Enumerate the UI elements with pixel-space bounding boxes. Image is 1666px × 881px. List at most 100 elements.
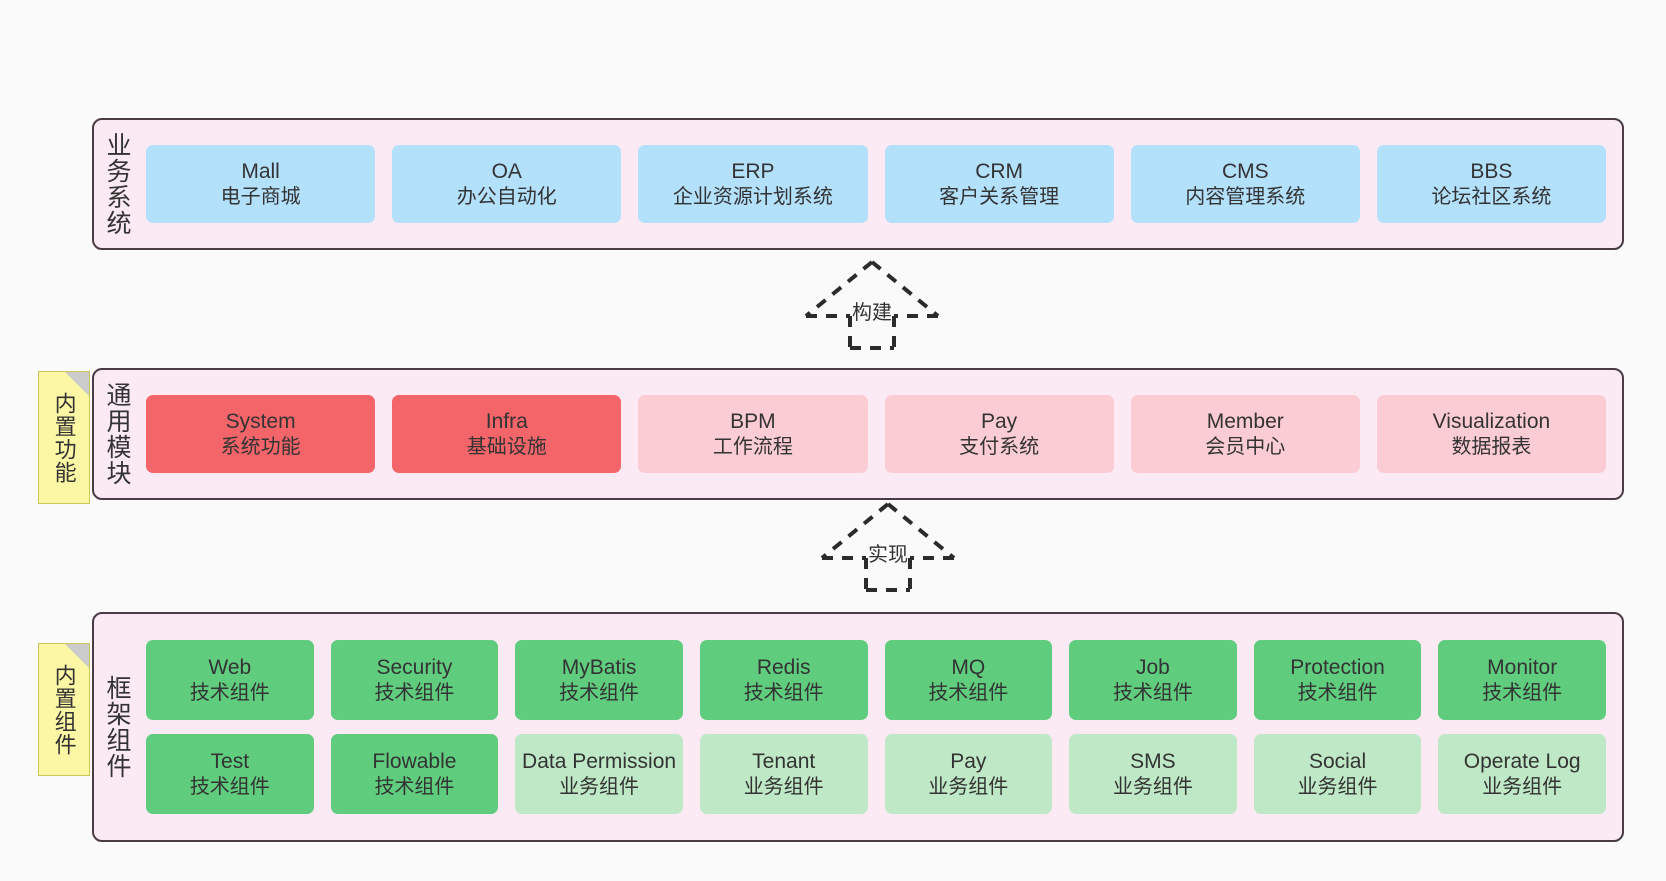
note-fold-icon <box>65 644 89 668</box>
node-pay-component-sub: 业务组件 <box>928 775 1009 798</box>
node-test-sub: 技术组件 <box>189 775 270 798</box>
layer-business-title: 业务系统 <box>103 132 131 236</box>
note-builtin-components: 内置组件 <box>38 643 90 776</box>
node-redis-sub: 技术组件 <box>743 681 824 704</box>
node-bbs-sub: 论坛社区系统 <box>1431 185 1552 208</box>
connector-implement: 实现 <box>808 500 968 592</box>
node-sms-sub: 业务组件 <box>1112 775 1193 798</box>
node-tenant[interactable]: Tenant 业务组件 <box>699 734 868 814</box>
node-infra-sub: 基础设施 <box>466 435 547 458</box>
node-sms[interactable]: SMS 业务组件 <box>1069 734 1237 814</box>
layer-framework-body: Web 技术组件 Security 技术组件 MyBatis 技术组件 Redi… <box>140 614 1622 840</box>
node-visualization[interactable]: Visualization 数据报表 <box>1376 395 1607 473</box>
layer-business-systems: 业务系统 Mall 电子商城 OA 办公自动化 ERP 企业资源计划系统 CRM… <box>92 118 1624 250</box>
node-data-permission-sub: 业务组件 <box>559 775 640 798</box>
node-protection[interactable]: Protection 技术组件 <box>1253 640 1422 720</box>
node-redis-name: Redis <box>756 656 811 679</box>
node-pay-component[interactable]: Pay 业务组件 <box>884 734 1053 814</box>
node-protection-sub: 技术组件 <box>1297 681 1378 704</box>
node-pay-component-name: Pay <box>950 750 987 773</box>
node-mall-name: Mall <box>241 160 280 183</box>
layer-framework-row-tech: Web 技术组件 Security 技术组件 MyBatis 技术组件 Redi… <box>146 640 1606 720</box>
node-mybatis[interactable]: MyBatis 技术组件 <box>515 640 683 720</box>
node-data-permission-name: Data Permission <box>522 750 677 773</box>
layer-modules-title: 通用模块 <box>103 382 131 486</box>
node-oa[interactable]: OA 办公自动化 <box>392 145 622 223</box>
node-bbs[interactable]: BBS 论坛社区系统 <box>1376 145 1607 223</box>
node-mybatis-sub: 技术组件 <box>559 681 640 704</box>
node-mq-name: MQ <box>951 656 986 679</box>
node-job-name: Job <box>1136 656 1170 679</box>
connector-implement-label: 实现 <box>868 544 908 566</box>
note-builtin-functions-label: 内置功能 <box>51 391 77 484</box>
node-monitor-sub: 技术组件 <box>1482 681 1563 704</box>
connector-build: 构建 <box>792 258 952 350</box>
node-mall[interactable]: Mall 电子商城 <box>146 145 376 223</box>
layer-business-row: Mall 电子商城 OA 办公自动化 ERP 企业资源计划系统 CRM 客户关系… <box>146 145 1607 223</box>
node-bpm[interactable]: BPM 工作流程 <box>638 395 868 473</box>
node-crm-name: CRM <box>975 160 1024 183</box>
node-mybatis-name: MyBatis <box>561 656 637 679</box>
node-flowable[interactable]: Flowable 技术组件 <box>330 734 499 814</box>
node-bpm-sub: 工作流程 <box>712 435 793 458</box>
layer-general-modules: 通用模块 System 系统功能 Infra 基础设施 BPM 工作流程 Pay… <box>92 368 1624 500</box>
node-sms-name: SMS <box>1130 750 1176 773</box>
node-crm[interactable]: CRM 客户关系管理 <box>884 145 1114 223</box>
node-member[interactable]: Member 会员中心 <box>1130 395 1360 473</box>
note-builtin-functions: 内置功能 <box>38 371 90 504</box>
node-operate-log[interactable]: Operate Log 业务组件 <box>1438 734 1606 814</box>
node-monitor[interactable]: Monitor 技术组件 <box>1438 640 1606 720</box>
node-bbs-name: BBS <box>1470 160 1513 183</box>
node-cms-sub: 内容管理系统 <box>1185 185 1306 208</box>
node-member-name: Member <box>1206 410 1284 433</box>
node-erp[interactable]: ERP 企业资源计划系统 <box>638 145 868 223</box>
node-system-sub: 系统功能 <box>220 435 301 458</box>
node-member-sub: 会员中心 <box>1205 435 1286 458</box>
layer-framework-title: 框架组件 <box>103 675 131 779</box>
node-job-sub: 技术组件 <box>1112 681 1193 704</box>
node-redis[interactable]: Redis 技术组件 <box>699 640 868 720</box>
node-data-permission[interactable]: Data Permission 业务组件 <box>515 734 683 814</box>
node-oa-sub: 办公自动化 <box>456 185 557 208</box>
node-monitor-name: Monitor <box>1487 656 1558 679</box>
node-infra-name: Infra <box>485 410 528 433</box>
node-social-sub: 业务组件 <box>1297 775 1378 798</box>
note-fold-icon <box>65 372 89 396</box>
node-social[interactable]: Social 业务组件 <box>1253 734 1422 814</box>
node-test-name: Test <box>210 750 250 773</box>
node-social-name: Social <box>1308 750 1367 773</box>
node-system[interactable]: System 系统功能 <box>146 395 376 473</box>
note-builtin-components-label: 内置组件 <box>51 663 77 756</box>
node-operate-log-sub: 业务组件 <box>1482 775 1563 798</box>
node-mq-sub: 技术组件 <box>928 681 1009 704</box>
node-cms[interactable]: CMS 内容管理系统 <box>1130 145 1360 223</box>
layer-framework-components: 框架组件 Web 技术组件 Security 技术组件 MyBatis 技术组件… <box>92 612 1624 842</box>
node-mq[interactable]: MQ 技术组件 <box>884 640 1053 720</box>
layer-modules-body: System 系统功能 Infra 基础设施 BPM 工作流程 Pay 支付系统… <box>140 370 1622 498</box>
node-web-name: Web <box>208 656 252 679</box>
node-oa-name: OA <box>491 160 522 183</box>
node-security[interactable]: Security 技术组件 <box>330 640 499 720</box>
node-visualization-name: Visualization <box>1432 410 1551 433</box>
node-job[interactable]: Job 技术组件 <box>1069 640 1237 720</box>
node-mall-sub: 电子商城 <box>220 185 301 208</box>
node-flowable-name: Flowable <box>372 750 457 773</box>
layer-business-body: Mall 电子商城 OA 办公自动化 ERP 企业资源计划系统 CRM 客户关系… <box>140 120 1622 248</box>
node-visualization-sub: 数据报表 <box>1451 435 1532 458</box>
node-erp-sub: 企业资源计划系统 <box>672 185 833 208</box>
node-pay-module[interactable]: Pay 支付系统 <box>884 395 1114 473</box>
node-pay-module-name: Pay <box>981 410 1018 433</box>
node-erp-name: ERP <box>731 160 775 183</box>
node-bpm-name: BPM <box>730 410 776 433</box>
node-flowable-sub: 技术组件 <box>374 775 455 798</box>
node-infra[interactable]: Infra 基础设施 <box>392 395 622 473</box>
node-system-name: System <box>225 410 296 433</box>
node-web[interactable]: Web 技术组件 <box>146 640 314 720</box>
node-test[interactable]: Test 技术组件 <box>146 734 314 814</box>
node-protection-name: Protection <box>1290 656 1385 679</box>
node-tenant-sub: 业务组件 <box>743 775 824 798</box>
node-tenant-name: Tenant <box>752 750 816 773</box>
connector-build-label: 构建 <box>852 302 892 324</box>
node-operate-log-name: Operate Log <box>1463 750 1581 773</box>
